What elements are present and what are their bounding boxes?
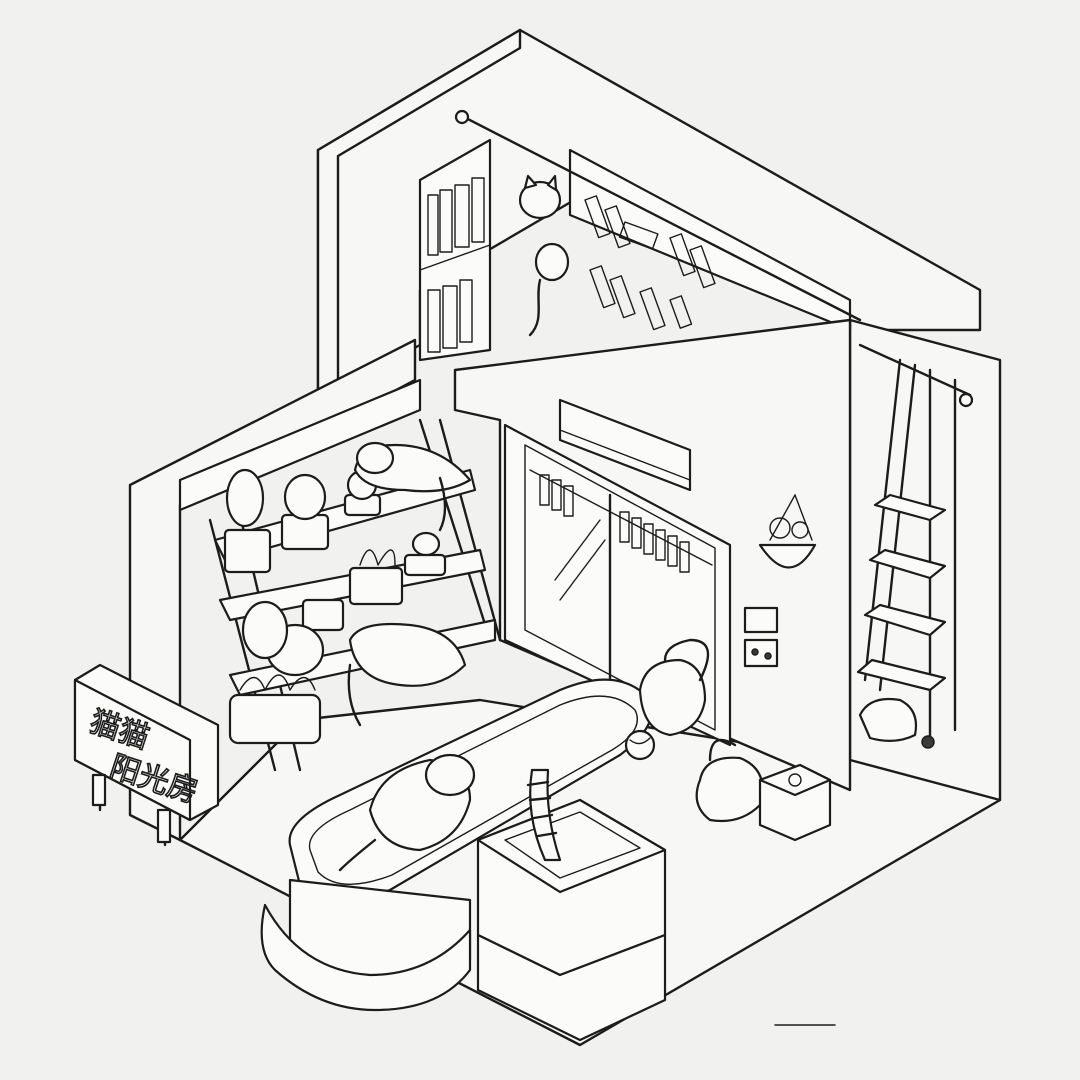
cat-under-ladder [858,697,918,742]
air-conditioner [558,398,692,492]
striped-cat-tail [526,768,562,862]
books-through-window [539,474,690,573]
hanging-flower-basket [758,494,817,569]
plant-shelf [178,378,502,772]
cat-lying-on-bed [338,753,476,872]
books-left [427,177,485,353]
cats-playing-near-window [624,638,764,823]
litter-box [476,768,667,1042]
bookshelf [418,109,862,362]
pet-water-fountain [758,763,832,842]
books-right [584,195,716,331]
oval-cat-bed-platform [260,678,654,1012]
cats-on-plant-shelf [241,441,472,727]
cactus-pots [223,468,447,745]
cat-on-bookshelf [518,174,570,337]
step-ladder [856,343,974,749]
wall-outlets [743,606,779,668]
